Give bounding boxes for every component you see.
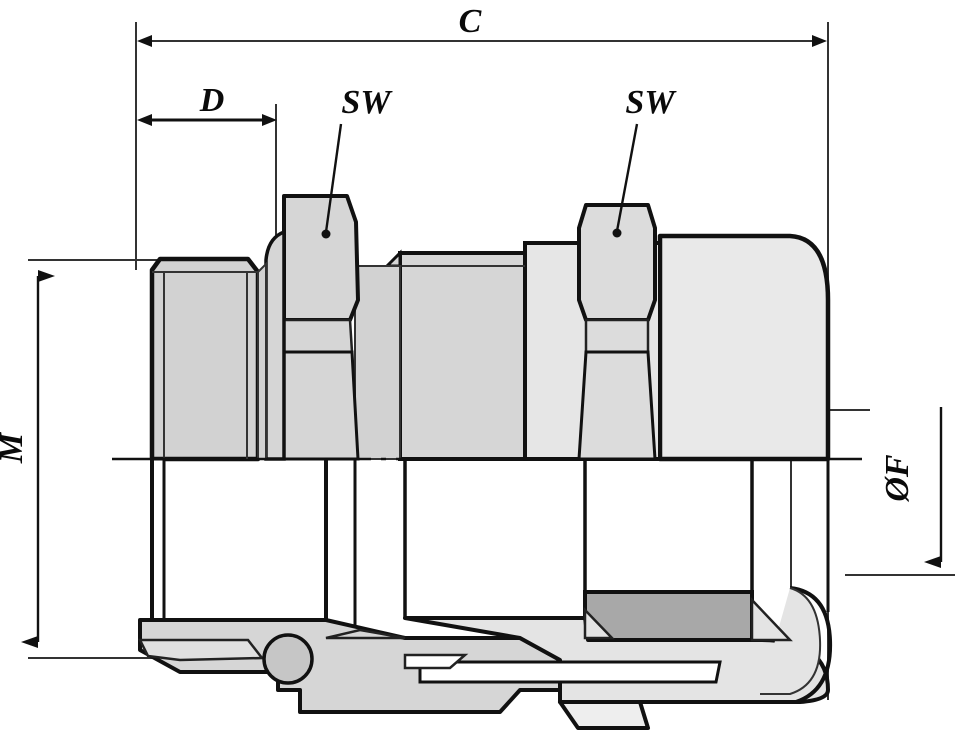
sw-right-label: SW: [625, 84, 677, 121]
sw-left-label: SW: [341, 84, 393, 121]
bore-walls: [150, 459, 830, 643]
dimension-d-label: D: [199, 82, 225, 119]
dimension-c: C: [137, 3, 827, 47]
dimension-m: M: [0, 270, 55, 648]
sw-left-leader-line: [324, 123, 343, 233]
sw-hex-right-band: [584, 318, 650, 354]
dimension-of-label: ØF: [879, 454, 916, 503]
sw-right-leader: SW: [612, 84, 677, 238]
middle-cylinder: [398, 251, 527, 461]
dimension-d: D: [137, 82, 277, 126]
lower-facet-a: [583, 606, 615, 640]
lower-facet-b: [750, 596, 793, 642]
gland-hook-arc: [760, 586, 833, 704]
sw-hex-left-top: [282, 194, 360, 322]
sw-hex-left-bottom: [282, 350, 360, 461]
sw-left-leader: SW: [321, 84, 393, 239]
sw-right-leader-line: [615, 123, 639, 232]
o-ring-seal-icon: [262, 633, 314, 685]
thread-stem-top: [149, 256, 261, 462]
dimension-m-label: M: [0, 431, 30, 464]
cap-dome-body: [657, 233, 831, 462]
lower-facet-c: [325, 628, 406, 640]
gland-lower-step-left: [137, 638, 265, 662]
sw-left-leader-dot: [321, 229, 331, 239]
clamp-tongue: [418, 660, 722, 684]
dimension-of: ØF: [879, 407, 943, 568]
dimension-c-label: C: [459, 3, 482, 40]
sw-hex-right-top: [577, 203, 657, 322]
sw-hex-left-band: [282, 318, 354, 354]
clamp-tongue-notch: [403, 653, 469, 670]
middle-cylinder-step: [354, 265, 401, 460]
thread-stem-collar: [257, 261, 267, 460]
sw-hex-right-bottom: [577, 350, 657, 461]
sw-hex-left-shoulder: [264, 229, 286, 461]
sw-right-leader-dot: [612, 228, 622, 238]
gland-bottom-foot: [558, 700, 650, 730]
